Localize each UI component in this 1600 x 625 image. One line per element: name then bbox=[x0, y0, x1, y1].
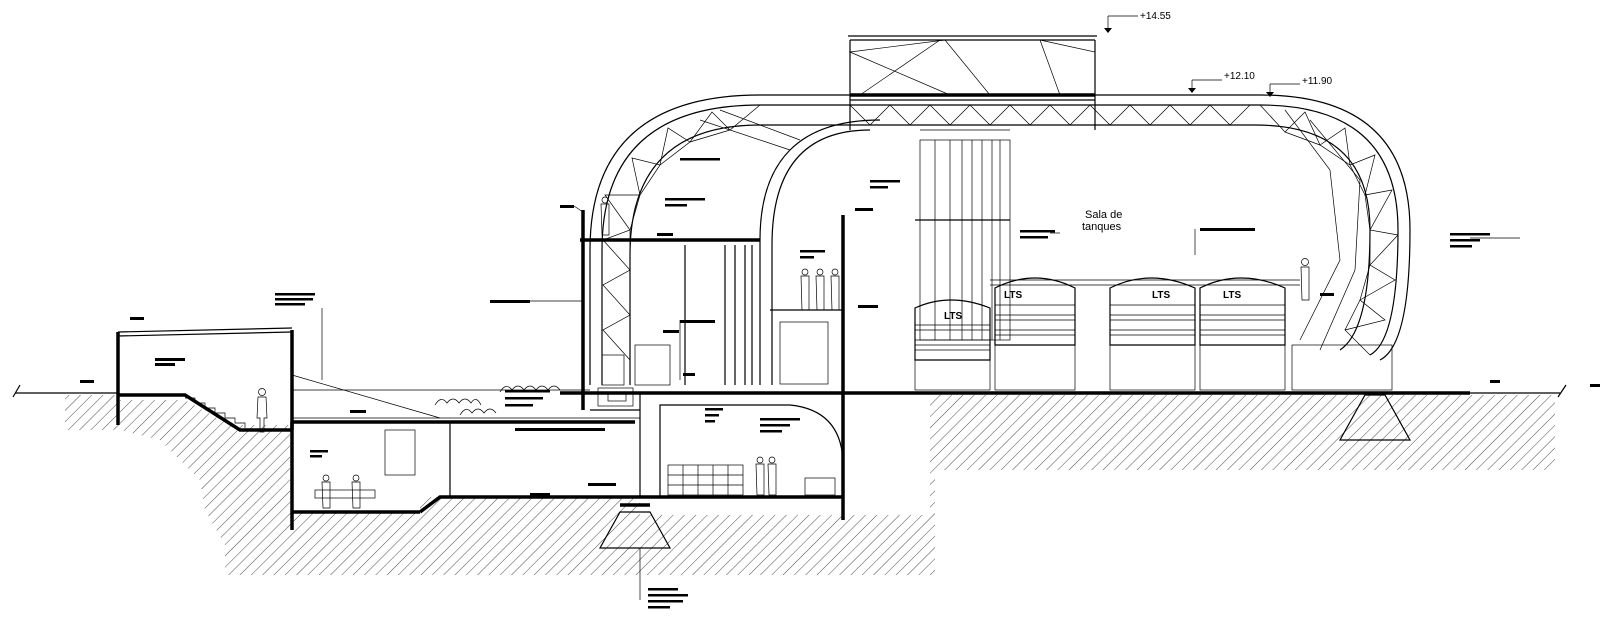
elevation-marker-roof-low: +11.90 bbox=[1266, 76, 1333, 97]
tank-2-label: LTS bbox=[1004, 290, 1022, 301]
tank-1: LTS bbox=[914, 299, 991, 391]
ground-line bbox=[12, 384, 1567, 398]
tank-4: LTS bbox=[1199, 277, 1286, 391]
entrance-pavilion bbox=[116, 327, 294, 433]
elevation-label-roof-low: +11.90 bbox=[1302, 76, 1333, 87]
tank-hall-label: Sala de tanques bbox=[1082, 209, 1122, 233]
elevation-label-roof-high: +12.10 bbox=[1224, 71, 1255, 82]
ground-hatch bbox=[65, 395, 1555, 575]
tank-2: LTS bbox=[994, 277, 1076, 391]
tank-4-label: LTS bbox=[1223, 290, 1241, 301]
tank-hall-label-line2: tanques bbox=[1082, 221, 1122, 233]
right-foundation bbox=[1338, 394, 1412, 441]
interior-structure bbox=[580, 196, 845, 411]
barrel-stack bbox=[667, 464, 836, 496]
landscape-ramp bbox=[291, 374, 640, 419]
skylight-box bbox=[848, 35, 1097, 130]
tank-3: LTS bbox=[1109, 277, 1196, 391]
tank-hall-label-line1: Sala de bbox=[1085, 209, 1122, 221]
tank-1-label: LTS bbox=[944, 311, 962, 322]
fermentation-tanks: LTS LTS LTS bbox=[914, 258, 1393, 391]
elevation-marker-top: +14.55 bbox=[1104, 11, 1171, 33]
curved-truss-roof bbox=[589, 94, 1411, 385]
elevation-label-top: +14.55 bbox=[1140, 11, 1171, 22]
tank-3-label: LTS bbox=[1152, 290, 1170, 301]
basement bbox=[290, 393, 845, 600]
elevation-marker-roof-high: +12.10 bbox=[1188, 71, 1255, 93]
annotation-leaders bbox=[80, 158, 1600, 609]
equipment-tower bbox=[915, 129, 1300, 341]
